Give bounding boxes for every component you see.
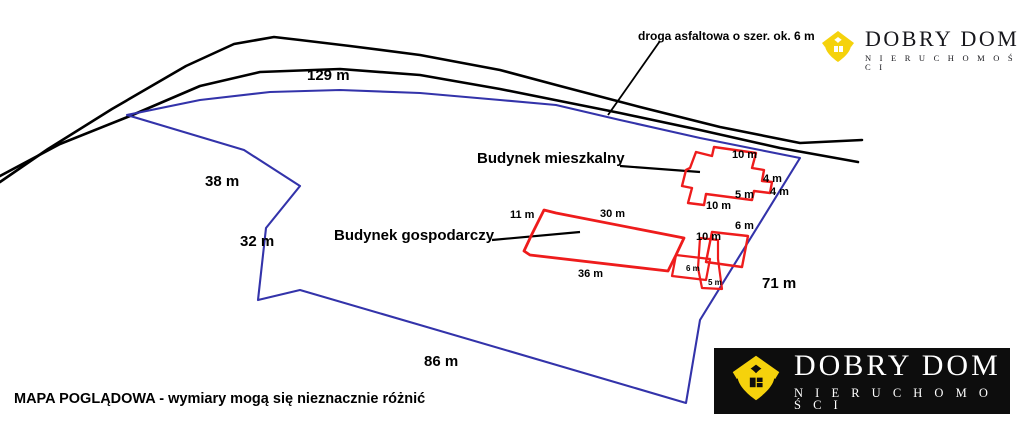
brand-logo-bottom: DOBRY DOM N I E R U C H O M O Ś C I [714, 348, 1010, 414]
farm-dimension-6-right: 6 m [735, 220, 754, 232]
parcel-dimension-129: 129 m [307, 67, 350, 84]
house-heart-icon [818, 28, 858, 71]
parcel-dimension-71: 71 m [762, 275, 797, 292]
building-residential-outline [680, 145, 774, 207]
parcel-boundary [125, 88, 802, 405]
brand-logo-bottom-text: DOBRY DOM N I E R U C H O M O Ś C I [794, 348, 1010, 412]
residential-dimension-10-top: 10 m [732, 149, 758, 161]
building-farm-outline [522, 208, 686, 273]
building-label-residential: Budynek mieszkalny [477, 150, 625, 167]
parcel-dimension-38: 38 m [205, 173, 240, 190]
brand-tagline-bottom: N I E R U C H O M O Ś C I [794, 385, 993, 412]
brand-name-top: DOBRY DOM [865, 26, 1020, 51]
building-outbuilding-b-outline [670, 253, 712, 282]
parcel-dimension-32: 32 m [240, 233, 275, 250]
residential-dimension-5: 5 m [735, 189, 754, 201]
residential-dimension-4-upper: 4 m [763, 173, 782, 185]
road-annotation: droga asfaltowa o szer. ok. 6 m [638, 29, 815, 43]
brand-logo-top: DOBRY DOM N I E R U C H O M O Ś C I [818, 28, 1024, 71]
house-heart-icon-badge [728, 353, 784, 410]
brand-name-bottom: DOBRY DOM [794, 348, 1001, 382]
brand-logo-top-text: DOBRY DOM N I E R U C H O M O Ś C I [865, 28, 1024, 71]
farm-dimension-6-small: 6 m [686, 264, 700, 273]
residential-dimension-10-bottom: 10 m [706, 200, 732, 212]
footer-disclaimer: MAPA POGLĄDOWA - wymiary mogą się niezna… [14, 391, 426, 407]
parcel-dimension-86: 86 m [424, 353, 459, 370]
residential-dimension-4-lower: 4 m [770, 186, 789, 198]
building-outbuilding-a-outline [696, 236, 724, 291]
farm-dimension-30: 30 m [600, 208, 626, 220]
road-edge-north [0, 35, 864, 184]
building-outbuilding-c-outline [704, 230, 750, 269]
leader-line-road [607, 40, 661, 116]
farm-dimension-36: 36 m [578, 268, 604, 280]
leader-line-farm [491, 230, 581, 242]
road-edge-south [0, 67, 860, 178]
building-label-farm: Budynek gospodarczy [334, 227, 495, 244]
farm-dimension-10: 10 m [696, 231, 722, 243]
farm-dimension-11: 11 m [510, 209, 535, 221]
farm-dimension-5-small: 5 m [708, 278, 722, 287]
brand-tagline-top: N I E R U C H O M O Ś C I [865, 53, 1016, 72]
